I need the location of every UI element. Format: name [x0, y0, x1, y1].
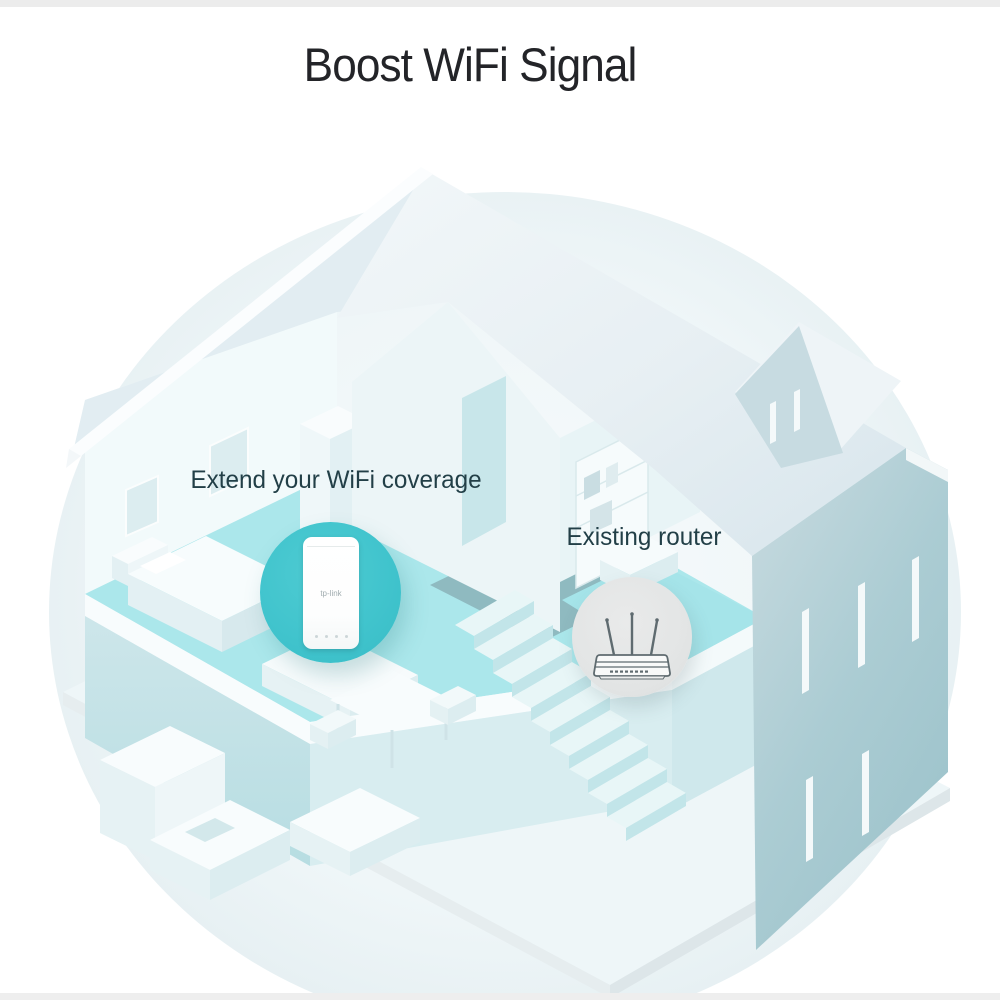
roof [66, 167, 906, 556]
router-label: Existing router [566, 523, 722, 551]
dormer-face [735, 326, 843, 468]
roof-main-plane [337, 170, 906, 556]
dormer [735, 322, 901, 468]
bottom-border [0, 993, 1000, 1000]
staircase [455, 590, 686, 841]
kitchen [100, 726, 290, 900]
doorway [462, 376, 506, 546]
dining-set [310, 670, 476, 768]
roof-fascia [69, 167, 433, 456]
sink [185, 818, 235, 842]
right-wing [735, 322, 948, 950]
router-highlight-circle [572, 577, 692, 697]
top-border [0, 0, 1000, 7]
led-indicators [303, 635, 359, 638]
wifi-extender-device: tp-link [303, 537, 359, 649]
bench-table [290, 788, 420, 876]
extender-label: Extend your WiFi coverage [190, 466, 482, 494]
page-title: Boost WiFi Signal [303, 38, 638, 92]
right-exterior-wall [752, 448, 948, 950]
tplink-logo: tp-link [320, 589, 342, 598]
device-seam [307, 546, 355, 547]
router-icon [593, 612, 671, 680]
wall-frame [125, 474, 159, 538]
wall-window [209, 426, 249, 498]
interior-partition [352, 302, 560, 632]
